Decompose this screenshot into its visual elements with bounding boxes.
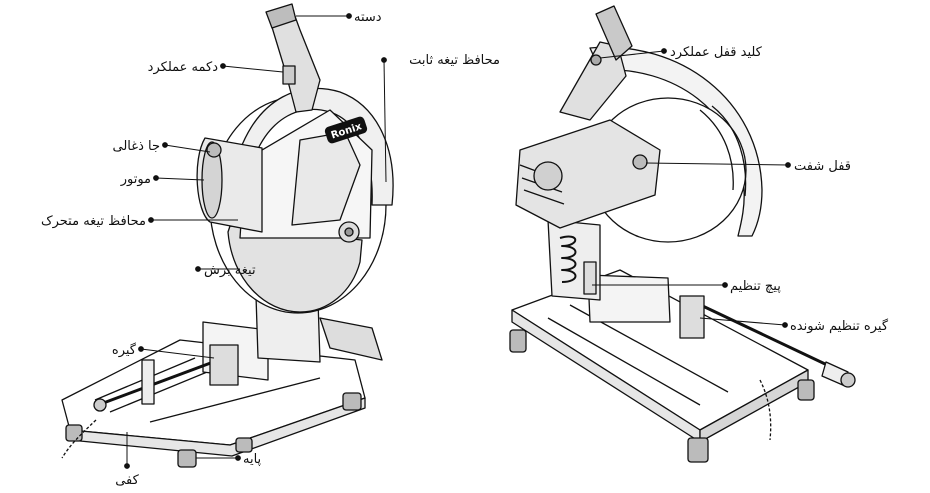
leader-clamp bbox=[140, 348, 215, 359]
label-shaft-lock: قفل شفت bbox=[794, 159, 851, 174]
label-clamp: گیره bbox=[112, 342, 137, 358]
label-motor: موتور bbox=[120, 172, 151, 187]
left-foot-1 bbox=[65, 424, 83, 442]
leader-motor bbox=[155, 177, 205, 181]
right-clamp-rod bbox=[689, 298, 843, 374]
label-adjustment-screw: پیچ تنظیم bbox=[730, 279, 781, 294]
right-blade-guard bbox=[589, 46, 763, 237]
right-foot-3 bbox=[797, 379, 815, 401]
left-brand-badge bbox=[324, 116, 368, 144]
left-clamp-knob bbox=[93, 398, 107, 412]
label-fixed-blade-guard: محافظ تیغه ثابت bbox=[409, 53, 500, 68]
left-chain bbox=[61, 419, 97, 459]
leader-adjustable-clamp bbox=[699, 317, 786, 326]
label-operation-lock-key: کلید قفل عملکرد bbox=[670, 45, 763, 60]
callout-labels: دسته دکمه عملکرد محافظ تیغه ثابت جا ذغال… bbox=[41, 10, 889, 488]
right-shaft-lock-button bbox=[632, 154, 648, 170]
left-foot-3 bbox=[342, 392, 362, 411]
leader-shaft-lock bbox=[645, 162, 789, 166]
label-movable-blade-guard: محافظ تیغه متحرک bbox=[41, 214, 146, 229]
left-trigger bbox=[282, 65, 296, 85]
label-floor: کفی bbox=[115, 473, 139, 488]
right-clamp-jaw bbox=[679, 295, 705, 339]
label-adjustable-clamp: گیره تنظیم شونده bbox=[790, 318, 889, 334]
right-adjust-screw-block bbox=[583, 261, 597, 295]
right-motor-end bbox=[533, 161, 563, 191]
label-charcoal-holder: جا ذغالی bbox=[113, 139, 160, 154]
right-clamp-knob bbox=[840, 372, 856, 388]
label-handle: دسته bbox=[354, 10, 382, 25]
left-blade-nut-center bbox=[344, 227, 354, 237]
right-foot-2 bbox=[687, 437, 709, 463]
leader-charcoal bbox=[164, 144, 211, 153]
right-chain bbox=[759, 379, 772, 441]
left-machine bbox=[61, 3, 394, 468]
right-guard-slots bbox=[699, 105, 747, 197]
left-foot-4 bbox=[235, 437, 253, 453]
left-movable-guard bbox=[227, 225, 363, 313]
right-handle-arm bbox=[559, 41, 627, 121]
right-spring bbox=[559, 235, 577, 283]
leader-lock-key bbox=[599, 50, 665, 59]
callout-leaders bbox=[124, 13, 791, 469]
left-clamp-handle bbox=[141, 359, 155, 405]
right-motor bbox=[515, 119, 661, 229]
right-handle bbox=[595, 5, 633, 61]
right-machine bbox=[509, 5, 856, 463]
left-charcoal-holder-cap bbox=[206, 142, 222, 158]
label-cutting-blade: تیغه برش bbox=[204, 263, 256, 278]
label-operation-button: دکمه عملکرد bbox=[148, 60, 219, 75]
left-clamp-jaw bbox=[209, 344, 239, 386]
label-base: پایه bbox=[243, 452, 262, 467]
leader-fixed-guard bbox=[383, 59, 387, 183]
right-foot-1 bbox=[509, 329, 527, 353]
right-fence bbox=[587, 274, 671, 323]
leader-operation-button bbox=[222, 65, 284, 73]
right-lock-key bbox=[590, 54, 602, 66]
left-handle-grip bbox=[265, 3, 297, 29]
left-foot-2 bbox=[177, 449, 197, 468]
left-chip-guard bbox=[319, 317, 383, 361]
